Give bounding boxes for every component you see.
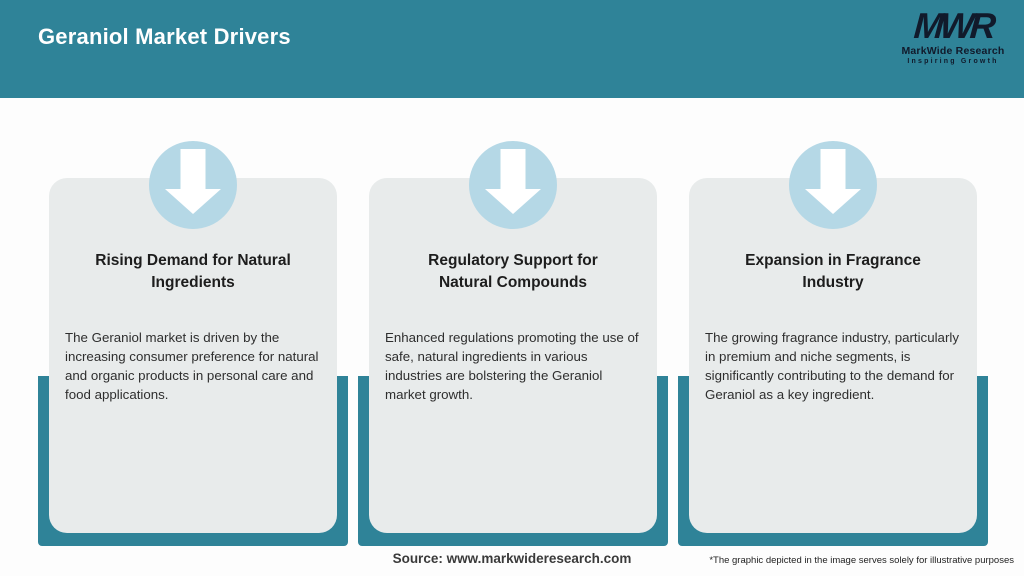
brand-logo: MWR MarkWide Research Inspiring Growth (898, 5, 1008, 65)
card-title: Regulatory Support for Natural Compounds (428, 252, 598, 292)
down-arrow-icon (165, 149, 221, 214)
page-title: Geraniol Market Drivers (38, 24, 291, 49)
driver-card-1: Rising Demand for Natural Ingredients Th… (49, 178, 337, 533)
card-description: Enhanced regulations promoting the use o… (385, 329, 639, 402)
down-arrow-badge-3 (789, 141, 877, 229)
header-bar: Geraniol Market Drivers MWR MarkWide Res… (0, 0, 1024, 98)
down-arrow-badge-1 (149, 141, 237, 229)
card-description: The Geraniol market is driven by the inc… (65, 329, 319, 402)
down-arrow-icon (485, 149, 541, 214)
down-arrow-icon (805, 149, 861, 214)
disclaimer-text: *The graphic depicted in the image serve… (709, 555, 1014, 566)
card-title: Rising Demand for Natural Ingredients (95, 252, 291, 292)
down-arrow-badge-2 (469, 141, 557, 229)
logo-company-name: MarkWide Research (901, 45, 1005, 57)
card-title: Expansion in Fragrance Industry (745, 252, 921, 292)
card-description: The growing fragrance industry, particul… (705, 329, 959, 402)
logo-tagline: Inspiring Growth (907, 58, 999, 65)
source-text: Source: www.markwideresearch.com (392, 551, 632, 566)
driver-card-3: Expansion in Fragrance Industry The grow… (689, 178, 977, 533)
logo-mark: MWR (912, 5, 994, 46)
driver-card-2: Regulatory Support for Natural Compounds… (369, 178, 657, 533)
